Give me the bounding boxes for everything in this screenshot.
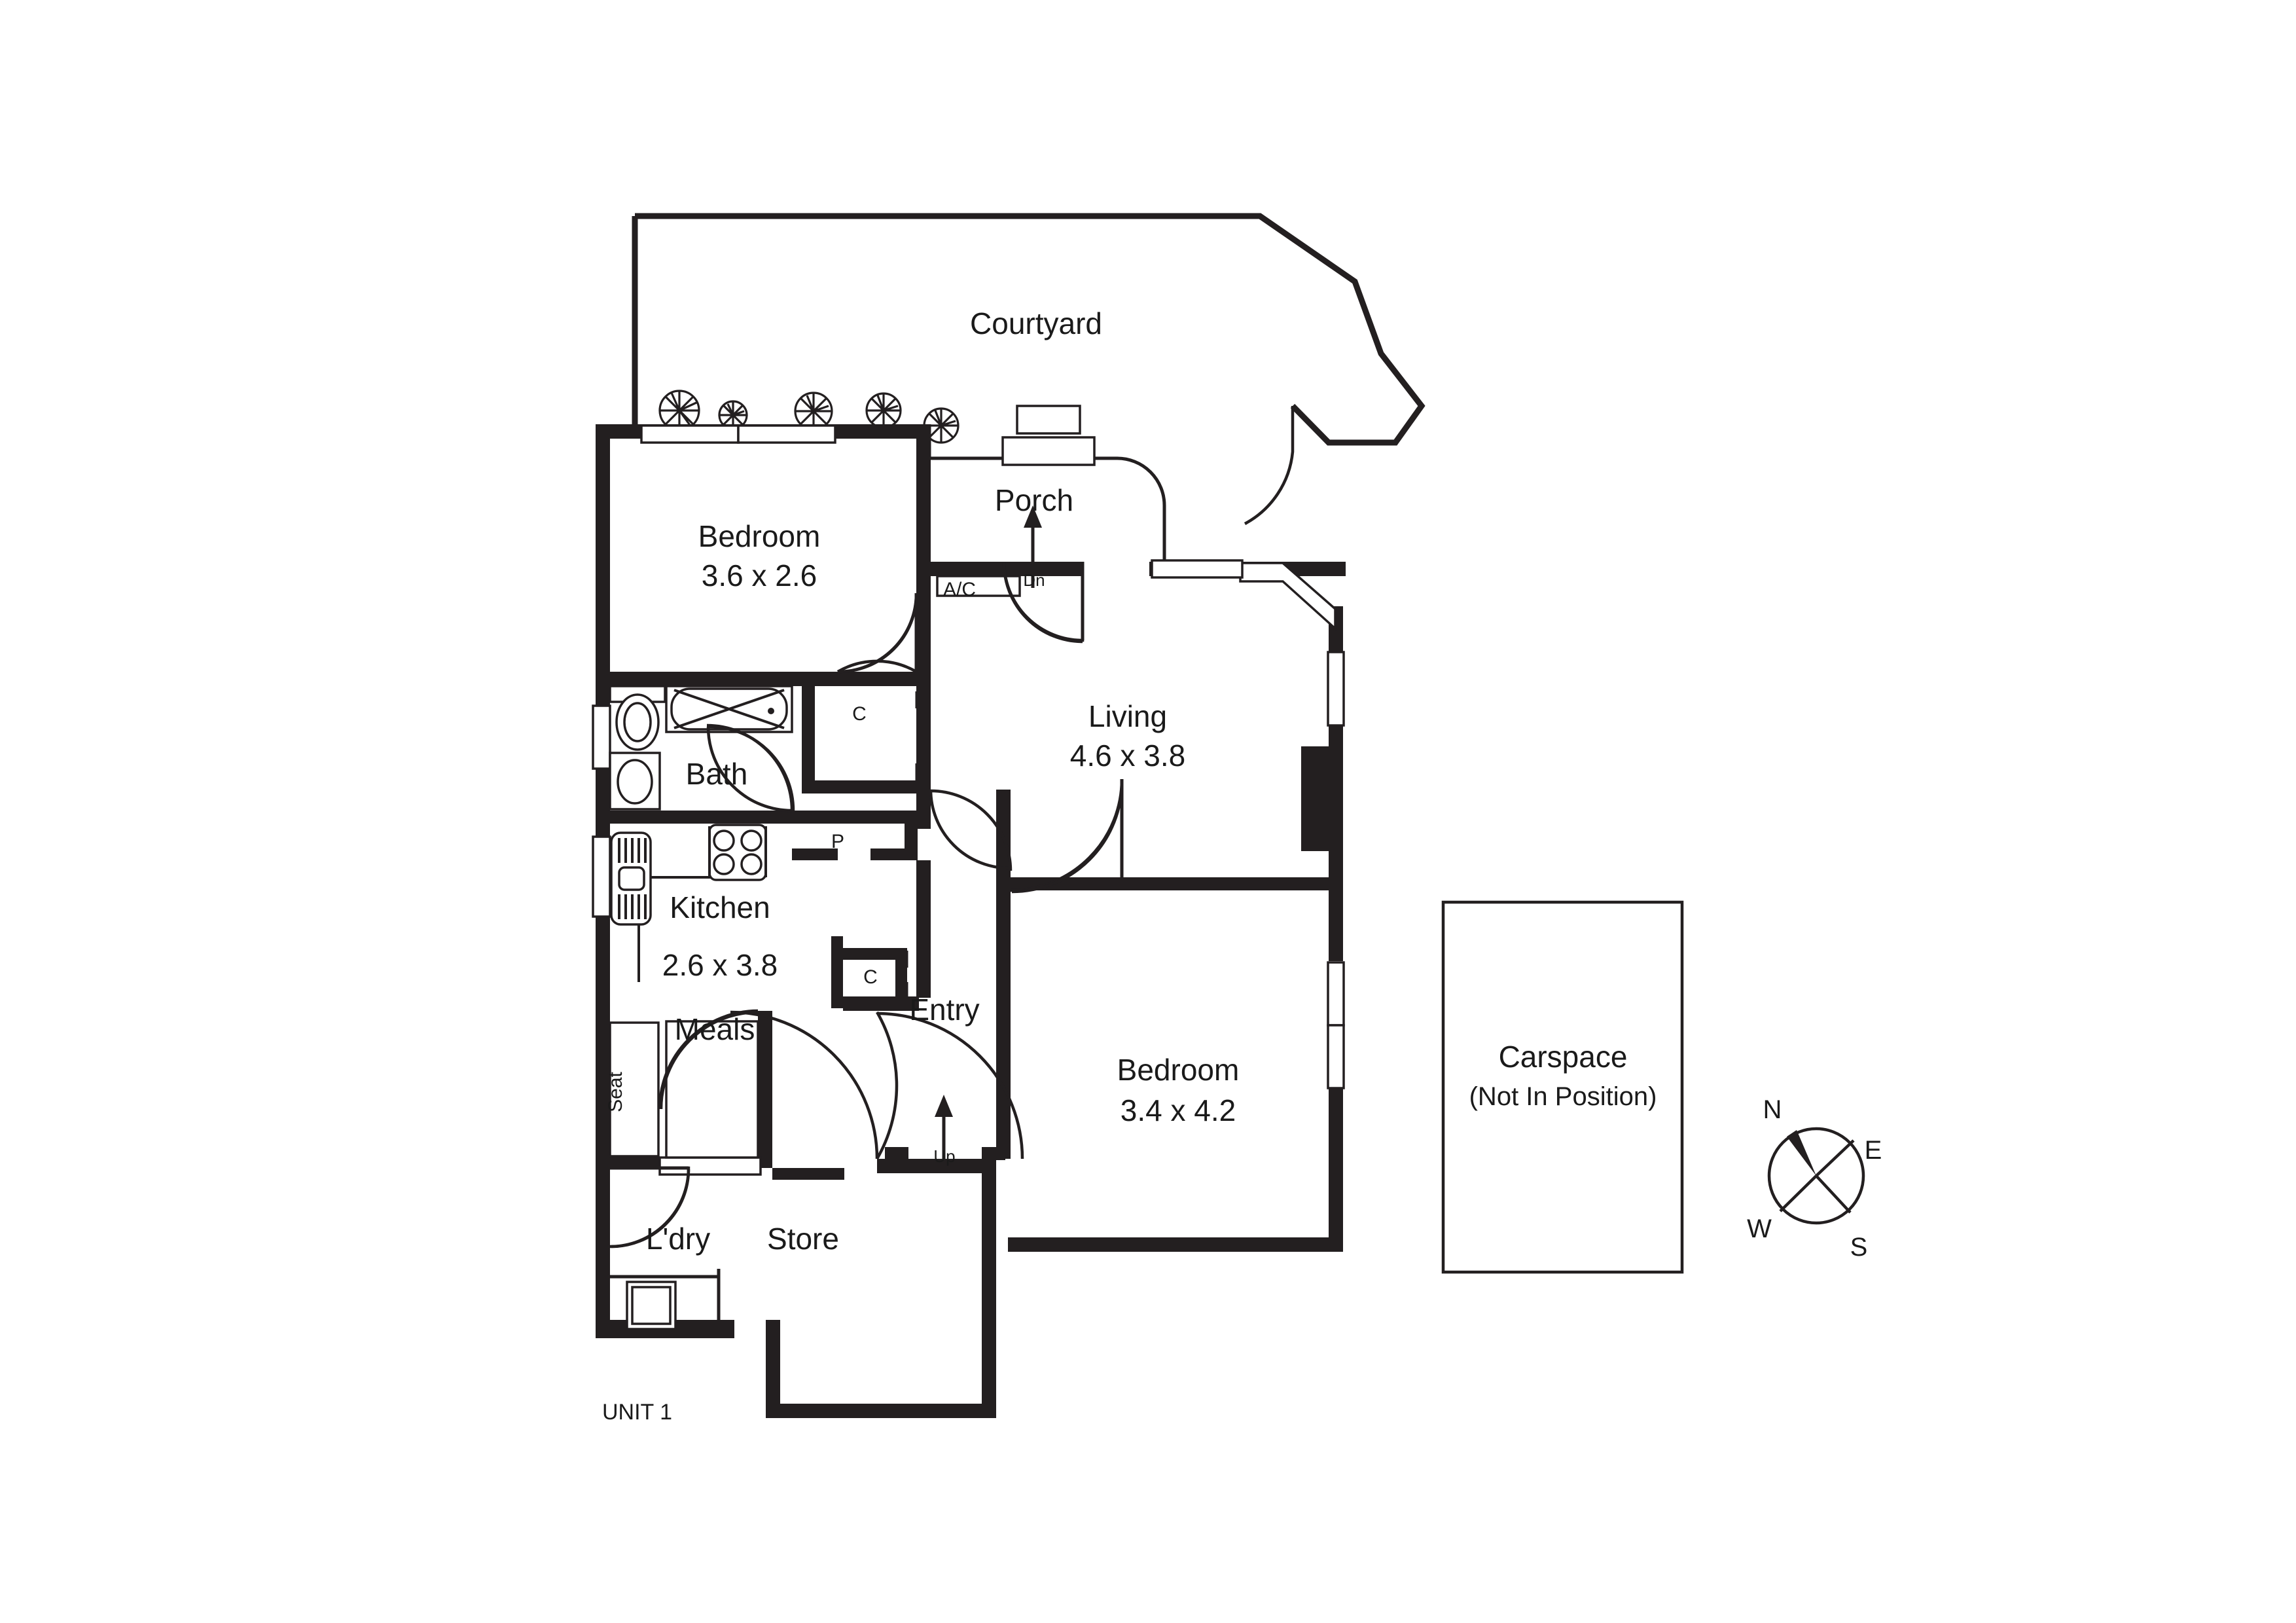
compass-label-west: W — [1747, 1214, 1772, 1243]
plant-icon — [865, 392, 902, 429]
bathtub-icon — [665, 685, 793, 733]
sink-icon — [610, 831, 652, 926]
door-swings-clean — [611, 562, 1124, 1249]
basin-icon — [609, 752, 661, 811]
room-label-ldry: L'dry — [646, 1222, 710, 1256]
room-label-courtyard: Courtyard — [970, 306, 1102, 340]
courtyard-boundary — [632, 213, 1426, 525]
plant-icon — [794, 392, 833, 431]
annotation-up: Up — [933, 1146, 955, 1166]
direction-arrows — [935, 505, 1042, 1168]
cooktop-icon — [708, 824, 767, 881]
annotation-seat: Seat — [605, 1071, 626, 1112]
room-label-living: Living — [1088, 699, 1167, 733]
carspace-box — [1441, 900, 1684, 1274]
annotation-closet-hall: C — [863, 966, 878, 988]
room-label-bedroom1: Bedroom — [698, 519, 821, 553]
meals-furniture — [609, 1020, 759, 1159]
annotation-dn: Dn — [1023, 570, 1045, 590]
room-label-store: Store — [767, 1222, 839, 1256]
room-labels: Courtyard Bedroom 3.6 x 2.6 Porch Living… — [602, 306, 1882, 1425]
closet-door-lines — [905, 691, 919, 999]
room-dims-bedroom1: 3.6 x 2.6 — [702, 558, 817, 593]
room-label-meals: Meals — [675, 1012, 755, 1046]
annotation-ac: A/C — [943, 579, 976, 600]
carspace-title: Carspace — [1499, 1040, 1628, 1074]
compass-label-south: S — [1850, 1233, 1868, 1262]
room-dims-kitchen: 2.6 x 3.8 — [662, 948, 778, 982]
toilet-icon — [609, 685, 666, 751]
carspace-subtitle: (Not In Position) — [1469, 1082, 1657, 1111]
compass-label-east: E — [1865, 1136, 1882, 1165]
annotation-pantry: P — [831, 831, 844, 852]
unit-label: UNIT 1 — [602, 1400, 672, 1425]
room-dims-bedroom2: 3.4 x 4.2 — [1121, 1093, 1236, 1127]
windows — [592, 424, 1345, 1330]
up-arrow-icon — [935, 1095, 953, 1168]
room-label-porch: Porch — [995, 483, 1073, 517]
compass-rose — [1767, 1127, 1865, 1225]
room-dims-living: 4.6 x 3.8 — [1070, 739, 1185, 773]
room-label-kitchen: Kitchen — [670, 890, 770, 924]
room-label-entry: Entry — [909, 993, 979, 1027]
room-label-bedroom2: Bedroom — [1117, 1053, 1240, 1087]
room-label-bath: Bath — [686, 757, 748, 791]
fixtures — [609, 685, 793, 1320]
porch-outline — [927, 405, 1166, 570]
kitchen-bench — [637, 826, 767, 982]
down-arrow-icon — [1024, 505, 1042, 588]
annotation-closet-bath: C — [852, 703, 867, 725]
compass-label-north: N — [1763, 1095, 1782, 1124]
